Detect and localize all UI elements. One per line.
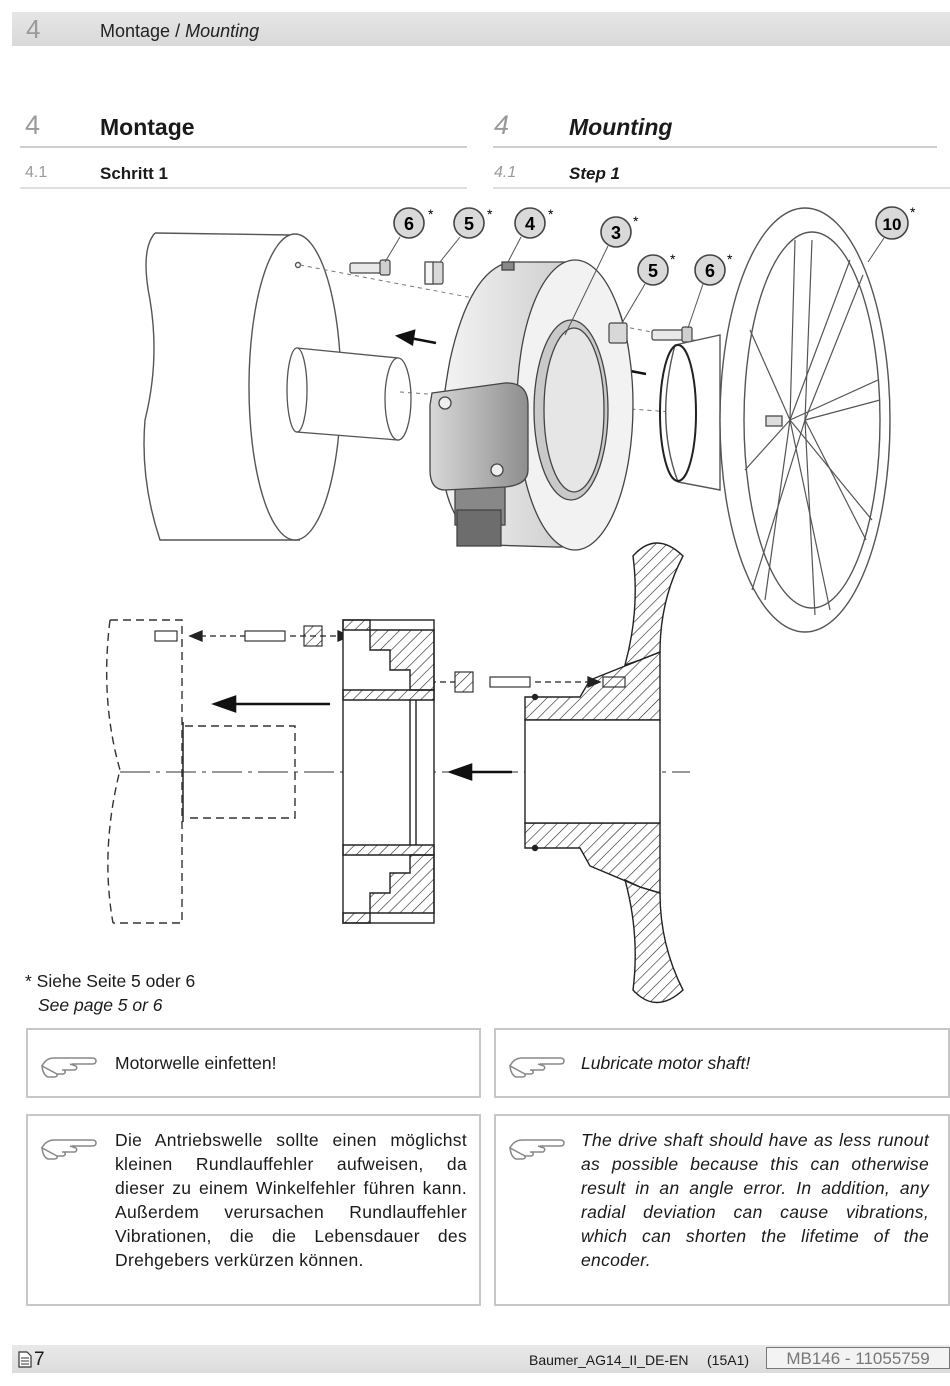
svg-text:*: * [910, 204, 916, 220]
handwheel [659, 207, 891, 633]
section-rule-de [20, 146, 467, 148]
header-title-sep: / [170, 21, 186, 41]
svg-text:5: 5 [464, 214, 474, 234]
motor-shaft [286, 347, 412, 441]
section-number-de: 4 [25, 110, 41, 140]
subsection-title-de: Schritt 1 [100, 164, 169, 183]
pointing-hand-icon [41, 1139, 97, 1160]
chapter-number: 4 [26, 14, 41, 44]
svg-text:*: * [548, 206, 554, 222]
svg-text:*: * [487, 206, 493, 222]
svg-text:*: * [633, 213, 639, 229]
note-box-lubricate-en: Lubricate motor shaft! [494, 1028, 950, 1098]
page-header-bar: 4 Montage / Mounting [12, 12, 950, 46]
nut-left [424, 261, 444, 285]
note2-text-de: Die Antriebswelle sollte einen möglichst… [115, 1130, 467, 1270]
svg-text:3: 3 [611, 223, 621, 243]
screw-right [651, 326, 693, 343]
subsection-number-de: 4.1 [25, 164, 48, 181]
page-icon [18, 1351, 32, 1368]
header-title: Montage / Mounting [100, 21, 259, 42]
callout-5-right: 5 * [621, 251, 676, 324]
svg-text:5: 5 [648, 261, 658, 281]
svg-text:*: * [727, 251, 733, 267]
section-rule-en [493, 146, 937, 148]
nut-right [608, 322, 628, 344]
note-box-runout-de: Die Antriebswelle sollte einen möglichst… [26, 1114, 481, 1306]
subsection-rule-de [20, 187, 467, 189]
header-title-en: Mounting [185, 21, 260, 41]
callout-10: 10 * [867, 204, 916, 263]
callout-3: 3 * [564, 213, 639, 336]
screw-left [349, 259, 391, 276]
footnote-en: See page 5 or 6 [38, 995, 163, 1015]
pointing-hand-icon [509, 1057, 565, 1078]
note-box-runout-en: The drive shaft should have as less runo… [494, 1114, 950, 1306]
footnote-de: * Siehe Seite 5 oder 6 [25, 971, 196, 991]
pointing-hand-icon [509, 1139, 565, 1160]
callout-6-right: 6 * [687, 251, 733, 329]
note2-text-en: The drive shaft should have as less runo… [581, 1130, 929, 1270]
svg-text:*: * [428, 206, 434, 222]
callout-6-left: 6 * [384, 206, 434, 263]
page-number: 7 [34, 1349, 45, 1370]
doc-revision: (15A1) [707, 1352, 750, 1368]
section-number-en: 4 [494, 110, 510, 140]
section-title-en: Mounting [569, 114, 673, 140]
svg-text:*: * [670, 251, 676, 267]
doc-name: Baumer_AG14_II_DE-EN [529, 1352, 689, 1368]
handwheel-section [524, 542, 684, 1004]
pointing-hand-icon [41, 1057, 97, 1078]
subsection-number-en: 4.1 [494, 164, 517, 181]
callout-5-left: 5 * [439, 206, 493, 263]
subsection-title-en: Step 1 [569, 164, 621, 183]
page-footer: 7 Baumer_AG14_II_DE-EN (15A1) MB146 - 11… [12, 1345, 950, 1373]
doc-reference: MB146 - 11055759 [766, 1347, 950, 1369]
section-title-de: Montage [100, 114, 195, 140]
connector-housing [429, 382, 529, 547]
note-box-lubricate-de: Motorwelle einfetten! [26, 1028, 481, 1098]
header-title-de: Montage [100, 21, 171, 41]
note1-text-en: Lubricate motor shaft! [581, 1053, 751, 1073]
encoder-section [342, 619, 435, 924]
svg-text:4: 4 [525, 214, 535, 234]
callout-4: 4 * [507, 206, 554, 263]
subsection-rule-en [493, 187, 950, 189]
note1-text-de: Motorwelle einfetten! [115, 1053, 277, 1073]
mounting-illustration: 6 * 5 * 4 * 3 * 5 * 6 * 10 * [105, 204, 916, 1004]
svg-text:10: 10 [883, 215, 902, 234]
svg-text:6: 6 [404, 214, 414, 234]
svg-text:6: 6 [705, 261, 715, 281]
